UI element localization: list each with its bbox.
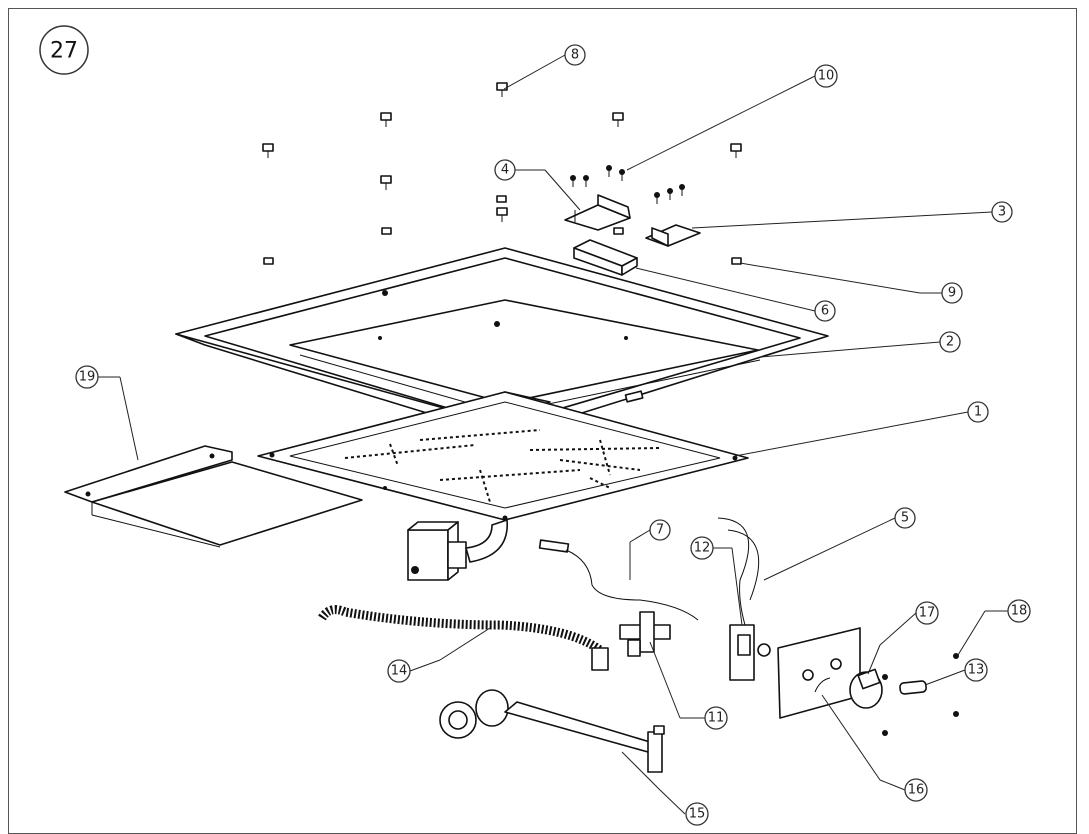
part-6-bracket	[573, 239, 638, 276]
leader-lines	[98, 54, 1008, 815]
part-7-thermocouple	[538, 539, 699, 621]
figure-number: 27	[50, 39, 78, 64]
callout-label: 14	[391, 664, 408, 679]
callout-label: 13	[968, 663, 985, 678]
callout-9: 9	[941, 282, 963, 304]
callout-6: 6	[814, 300, 836, 322]
callout-label: 17	[919, 606, 936, 621]
callout-label: 3	[998, 205, 1006, 220]
callout-label: 9	[948, 286, 956, 301]
callout-4: 4	[494, 159, 516, 181]
callout-11: 11	[704, 706, 728, 730]
callout-label: 1	[974, 405, 982, 420]
part-13-spacer	[899, 680, 927, 695]
figure-number-badge: 27	[39, 25, 89, 75]
callout-label: 16	[908, 783, 925, 798]
part-2-pan-frame	[175, 247, 829, 438]
fasteners	[262, 82, 959, 736]
part-3-bracket	[645, 224, 701, 247]
callout-3: 3	[991, 201, 1013, 223]
callout-label: 7	[656, 523, 664, 538]
callout-17: 17	[915, 601, 939, 625]
callout-5: 5	[894, 507, 916, 529]
callout-12: 12	[690, 536, 714, 560]
callout-16: 16	[904, 778, 928, 802]
venturi-valve-block	[407, 519, 508, 581]
callout-19: 19	[75, 365, 99, 389]
callout-label: 19	[79, 370, 96, 385]
part-17-knob	[849, 668, 883, 709]
callout-label: 8	[571, 48, 579, 63]
part-4-bracket	[564, 194, 631, 231]
callout-8: 8	[564, 44, 586, 66]
callout-label: 10	[818, 69, 835, 84]
part-1-burner-tray	[257, 391, 749, 521]
callout-label: 12	[694, 541, 711, 556]
part-16-control-plate	[777, 627, 861, 719]
callout-label: 15	[689, 807, 706, 822]
part-15-regulator	[439, 689, 665, 773]
callout-15: 15	[685, 802, 709, 826]
callout-label: 6	[821, 304, 829, 319]
part-12-igniter	[717, 517, 771, 681]
part-19-side-shelf	[64, 445, 363, 548]
part-11-fitting	[619, 611, 671, 657]
callout-label: 18	[1011, 604, 1028, 619]
callout-2: 2	[939, 331, 961, 353]
callout-14: 14	[387, 659, 411, 683]
callout-label: 11	[708, 711, 725, 726]
callout-18: 18	[1007, 599, 1031, 623]
callout-label: 4	[501, 163, 509, 178]
callout-label: 5	[901, 511, 909, 526]
callout-10: 10	[814, 64, 838, 88]
callout-1: 1	[967, 401, 989, 423]
part-14-flex-hose	[318, 605, 609, 671]
callout-13: 13	[964, 658, 988, 682]
callout-7: 7	[649, 519, 671, 541]
callout-label: 2	[946, 335, 954, 350]
